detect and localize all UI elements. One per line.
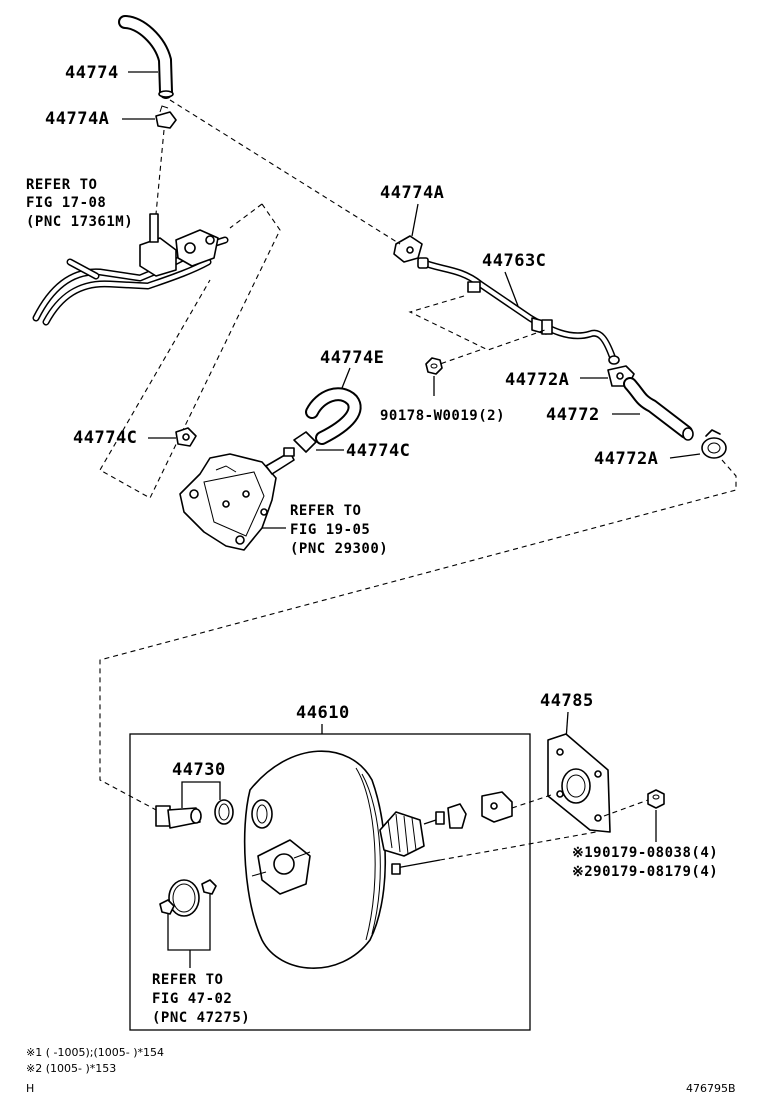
label-90178: 90178-W0019(2) — [380, 408, 505, 424]
pipe-44763C — [417, 257, 620, 365]
intake-pipe-assembly — [32, 213, 229, 326]
illustration-id: 476795B — [686, 1082, 736, 1095]
check-valve-44730 — [155, 799, 234, 829]
vacuum-pump — [179, 447, 295, 551]
booster-assembly-frame — [129, 733, 531, 1031]
nut-90179 — [647, 789, 665, 809]
label-44774C-left: 44774C — [73, 428, 137, 448]
ref-17-08-line3: (PNC 17361M) — [26, 214, 133, 230]
label-44772A-lower: 44772A — [594, 449, 658, 469]
ref-19-05-line3: (PNC 29300) — [290, 541, 388, 557]
ref-19-05-line1: REFER TO — [290, 503, 361, 519]
hose-44774E — [305, 387, 362, 445]
clip-44772A-lower — [701, 429, 727, 459]
label-44772: 44772 — [546, 405, 600, 425]
label-44774A-mid: 44774A — [380, 183, 444, 203]
ref-19-05-line2: FIG 19-05 — [290, 522, 370, 538]
label-44774A-top: 44774A — [45, 109, 109, 129]
mark-1: ※1 — [572, 845, 593, 861]
clip-44774C-left — [175, 427, 197, 447]
part-90179-08179: 90179-08179(4) — [593, 864, 718, 880]
label-44785: 44785 — [540, 691, 594, 711]
corner-mark: H — [26, 1082, 34, 1095]
hose-44774 — [118, 15, 174, 99]
nut-90178 — [425, 357, 443, 375]
label-44774E: 44774E — [320, 348, 384, 368]
ref-17-08-line1: REFER TO — [26, 177, 97, 193]
gasket-44785 — [547, 733, 611, 833]
label-90179-1: ※190179-08038(4) — [572, 845, 718, 861]
label-44763C: 44763C — [482, 251, 546, 271]
clip-44774C-right — [293, 431, 317, 453]
grommet-group-47-02 — [159, 879, 217, 917]
label-44772A-upper: 44772A — [505, 370, 569, 390]
clip-44774A-top — [155, 105, 177, 129]
hose-44772 — [623, 377, 694, 441]
ref-47-02-line3: (PNC 47275) — [152, 1010, 250, 1026]
footnote-1: ※1 ( -1005);(1005- )*154 — [26, 1046, 164, 1059]
ref-17-08-line2: FIG 17-08 — [26, 195, 106, 211]
clevis-parts — [447, 791, 513, 829]
label-44730: 44730 — [172, 760, 226, 780]
ref-47-02-line2: FIG 47-02 — [152, 991, 232, 1007]
label-44774: 44774 — [65, 63, 119, 83]
mark-2: ※2 — [572, 864, 593, 880]
footnote-2: ※2 (1005- )*153 — [26, 1062, 116, 1075]
part-90179-08038: 90179-08038(4) — [593, 845, 718, 861]
label-44774C-right: 44774C — [346, 441, 410, 461]
ref-47-02-line1: REFER TO — [152, 972, 223, 988]
brake-booster-44610 — [243, 750, 445, 969]
label-90179-2: ※290179-08179(4) — [572, 864, 718, 880]
label-44610: 44610 — [296, 703, 350, 723]
